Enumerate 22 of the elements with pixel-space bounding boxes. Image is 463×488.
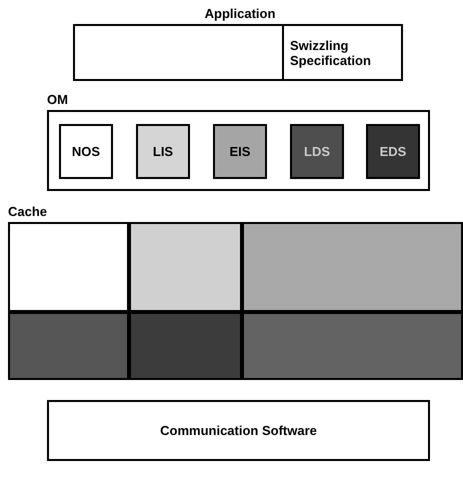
component-box (59, 124, 113, 179)
layer-heading: Application (204, 6, 276, 21)
layer-heading: Cache (8, 204, 48, 219)
cache-block (8, 312, 129, 380)
cache-block (242, 222, 463, 312)
component-box (366, 124, 420, 179)
component-box (213, 124, 267, 179)
component-label: Swizzling Specification (289, 36, 372, 70)
component-label: NOS (70, 143, 102, 161)
component-label: LIS (152, 143, 174, 161)
component-label: Communication Software (159, 422, 318, 440)
layer-heading: OM (47, 92, 68, 107)
component-box (136, 124, 190, 179)
cache-block (129, 312, 242, 380)
component-label: EDS (378, 143, 408, 161)
component-label: LDS (303, 143, 331, 161)
cache-block (8, 222, 129, 312)
component-label: EIS (228, 143, 252, 161)
cache-block (242, 312, 463, 380)
cache-block (129, 222, 242, 312)
component-box (290, 124, 344, 179)
component-box (47, 400, 430, 461)
